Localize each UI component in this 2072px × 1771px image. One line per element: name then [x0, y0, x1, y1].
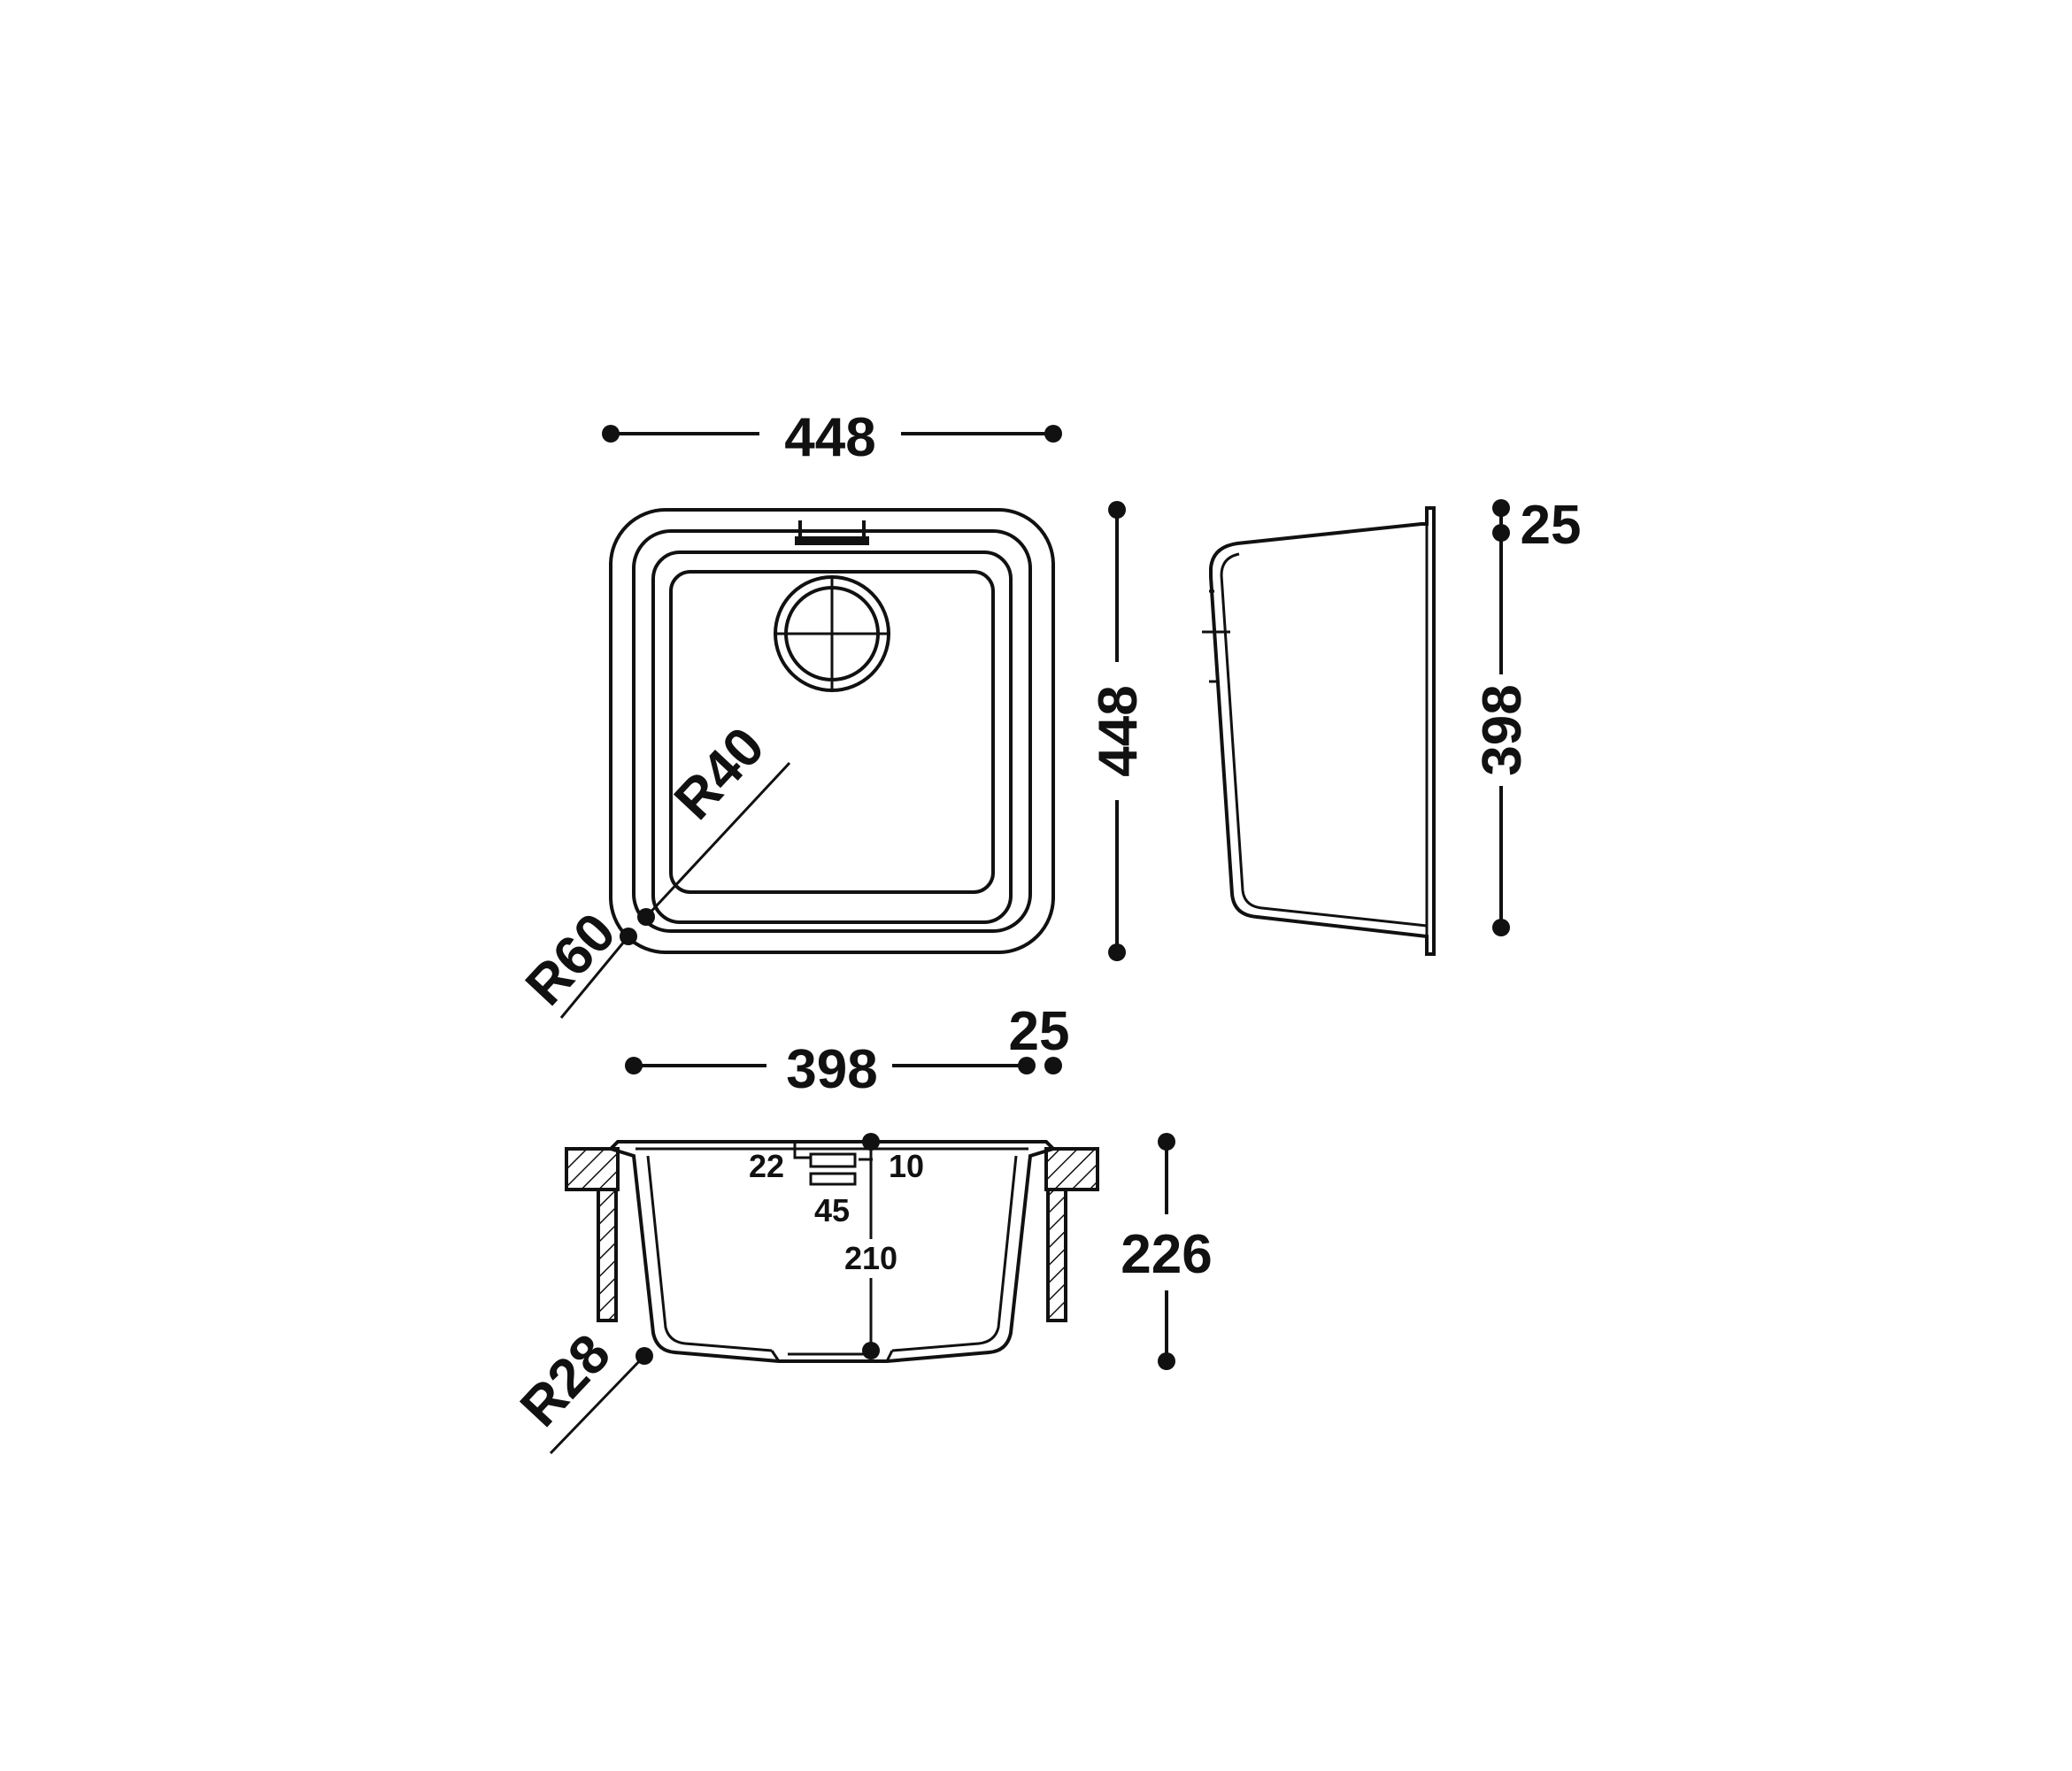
cabinet-right — [1046, 1188, 1067, 1322]
overflow-depth-label: 210 — [844, 1240, 897, 1276]
drain-icon — [774, 575, 890, 692]
dim-front-rim-label: 25 — [1009, 1001, 1070, 1062]
cabinet-left — [597, 1188, 618, 1322]
dim-top-width: 448 — [602, 407, 1062, 468]
front-view: 398 25 22 10 45 210 — [509, 1001, 1213, 1455]
dim-front-width: 398 25 — [625, 1001, 1069, 1100]
dim-front-radius: R28 — [509, 1323, 653, 1455]
radius-outer-label: R60 — [514, 902, 628, 1017]
dim-side-height: 398 — [1472, 533, 1533, 936]
counter-left — [565, 1147, 620, 1191]
side-inner-profile — [1220, 524, 1429, 936]
radius-inner-label: R40 — [663, 716, 776, 831]
overflow-detail: 22 10 45 — [749, 1142, 924, 1228]
dim-top-height: 448 — [1088, 501, 1149, 961]
outer-rim — [609, 508, 1055, 954]
dim-top-height-label: 448 — [1088, 685, 1149, 776]
dim-top-width-label: 448 — [784, 407, 875, 468]
basin-floor — [669, 570, 995, 894]
dim-front-depth: 226 — [1121, 1133, 1213, 1370]
dim-front-width-label: 398 — [786, 1039, 877, 1100]
dim-front-depth-label: 226 — [1121, 1224, 1212, 1285]
rim-step — [632, 529, 1032, 933]
dim-side-rim: 25 — [1492, 495, 1581, 556]
top-view: 448 448 R40 R60 — [514, 407, 1149, 1019]
counter-right — [1044, 1147, 1099, 1191]
overflow-slot — [795, 520, 869, 545]
dim-side-height-label: 398 — [1472, 684, 1533, 775]
dim-overflow-depth: 210 — [844, 1133, 897, 1359]
overflow-length-label: 45 — [814, 1192, 850, 1228]
front-radius-label: R28 — [509, 1323, 622, 1438]
drain-outlet — [770, 1350, 894, 1362]
dim-side-rim-label: 25 — [1521, 495, 1582, 556]
overflow-height-label: 10 — [889, 1148, 924, 1184]
front-outer-profile — [607, 1140, 1057, 1363]
side-view: 25 398 — [1202, 495, 1581, 956]
basin-edge — [651, 551, 1013, 924]
front-inner-profile — [635, 1147, 1028, 1352]
side-outer-profile — [1209, 506, 1436, 956]
overflow-width-label: 22 — [749, 1148, 784, 1184]
